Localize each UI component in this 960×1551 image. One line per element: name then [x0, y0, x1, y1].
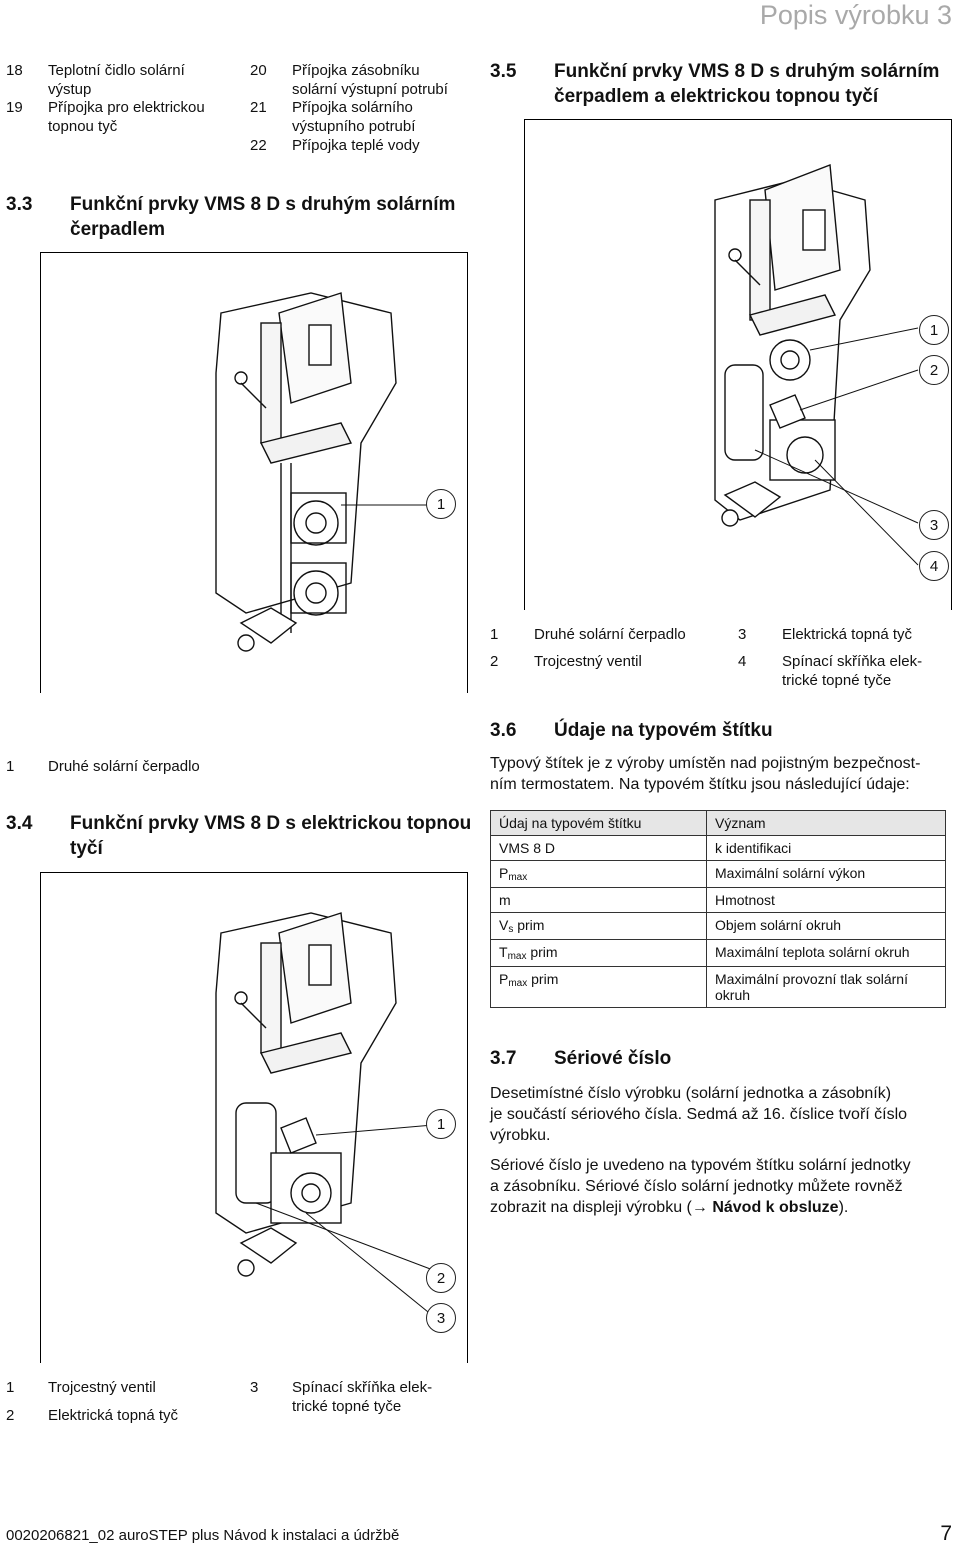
section-3-7-paragraph-1: Desetimístné číslo výrobku (solární jedn…	[490, 1085, 908, 1144]
table-row: Pmax prim Maximální provozní tlak solárn…	[490, 966, 946, 1008]
table-cell: Maximální solární výkon	[706, 860, 946, 888]
table-cell: Hmotnost	[706, 887, 946, 913]
figure-3-3: 1	[40, 252, 468, 693]
solar-unit-two-pumps-illustration	[215, 292, 433, 652]
callout-4: 4	[919, 551, 949, 581]
table-cell: Objem solární okruh	[706, 912, 946, 940]
section-3-5-legend-item-1: 1 Druhé solární čerpadlo	[490, 626, 686, 643]
footer-document-info: 0020206821_02 auroSTEP plus Návod k inst…	[6, 1527, 400, 1544]
operating-manual-reference: Návod k obsluze	[712, 1199, 839, 1216]
table-row: m Hmotnost	[490, 887, 946, 913]
table-row: Tmax prim Maximální teplota solární okru…	[490, 939, 946, 967]
table-header-row: Údaj na typovém štítku Význam	[490, 810, 946, 836]
table-cell: m	[490, 887, 707, 913]
section-3-5-legend-item-3: 3 Elektrická topná tyč	[738, 626, 913, 643]
table-cell: Maximální teplota solární okruh	[706, 939, 946, 967]
callout-2: 2	[919, 355, 949, 385]
arrow-right-icon: →	[691, 1199, 708, 1216]
solar-unit-pump-and-heater-illustration	[714, 164, 919, 566]
page-number: 7	[940, 1522, 952, 1545]
section-3-4-legend-item-2: 2 Elektrická topná tyč	[6, 1407, 179, 1424]
table-cell: Vs prim	[490, 912, 707, 940]
section-3-4-legend-item-3: 3 Spínací skříňka elek-trické topné tyče	[250, 1379, 433, 1415]
rating-plate-table: Údaj na typovém štítku Význam VMS 8 D k …	[490, 810, 946, 1008]
section-3-7-paragraph-2: Sériové číslo je uvedeno na typovém štít…	[490, 1157, 911, 1216]
table-row: Vs prim Objem solární okruh	[490, 912, 946, 940]
table-header-cell: Údaj na typovém štítku	[490, 810, 707, 836]
section-3-3-legend-item-1: 1 Druhé solární čerpadlo	[6, 758, 200, 775]
callout-1: 1	[426, 1109, 456, 1139]
table-row: VMS 8 D k identifikaci	[490, 835, 946, 861]
table-cell: VMS 8 D	[490, 835, 707, 861]
section-3-5-legend-item-4: 4 Spínací skříňka elek-trické topné tyče	[738, 653, 923, 689]
section-3-6-intro: Typový štítek je z výroby umístěn nad po…	[490, 755, 921, 793]
table-cell: Tmax prim	[490, 939, 707, 967]
page-header-title: Popis výrobku 3	[759, 0, 952, 30]
section-3-4-legend-item-1: 1 Trojcestný ventil	[6, 1379, 156, 1396]
callout-2: 2	[426, 1263, 456, 1293]
figure-3-5: 1 2 3 4	[524, 119, 952, 610]
callout-1: 1	[919, 315, 949, 345]
callout-1: 1	[426, 489, 456, 519]
legend-item-22: 22 Přípojka teplé vody	[250, 137, 420, 154]
solar-unit-heater-illustration	[215, 912, 434, 1317]
table-header-cell: Význam	[706, 810, 946, 836]
section-3-5-legend-item-2: 2 Trojcestný ventil	[490, 653, 642, 670]
table-row: Pmax Maximální solární výkon	[490, 860, 946, 888]
callout-3: 3	[919, 510, 949, 540]
table-cell: Pmax prim	[490, 966, 707, 1008]
table-cell: k identifikaci	[706, 835, 946, 861]
figure-3-4: 1 2 3	[40, 872, 468, 1363]
callout-3: 3	[426, 1303, 456, 1333]
table-cell: Pmax	[490, 860, 707, 888]
